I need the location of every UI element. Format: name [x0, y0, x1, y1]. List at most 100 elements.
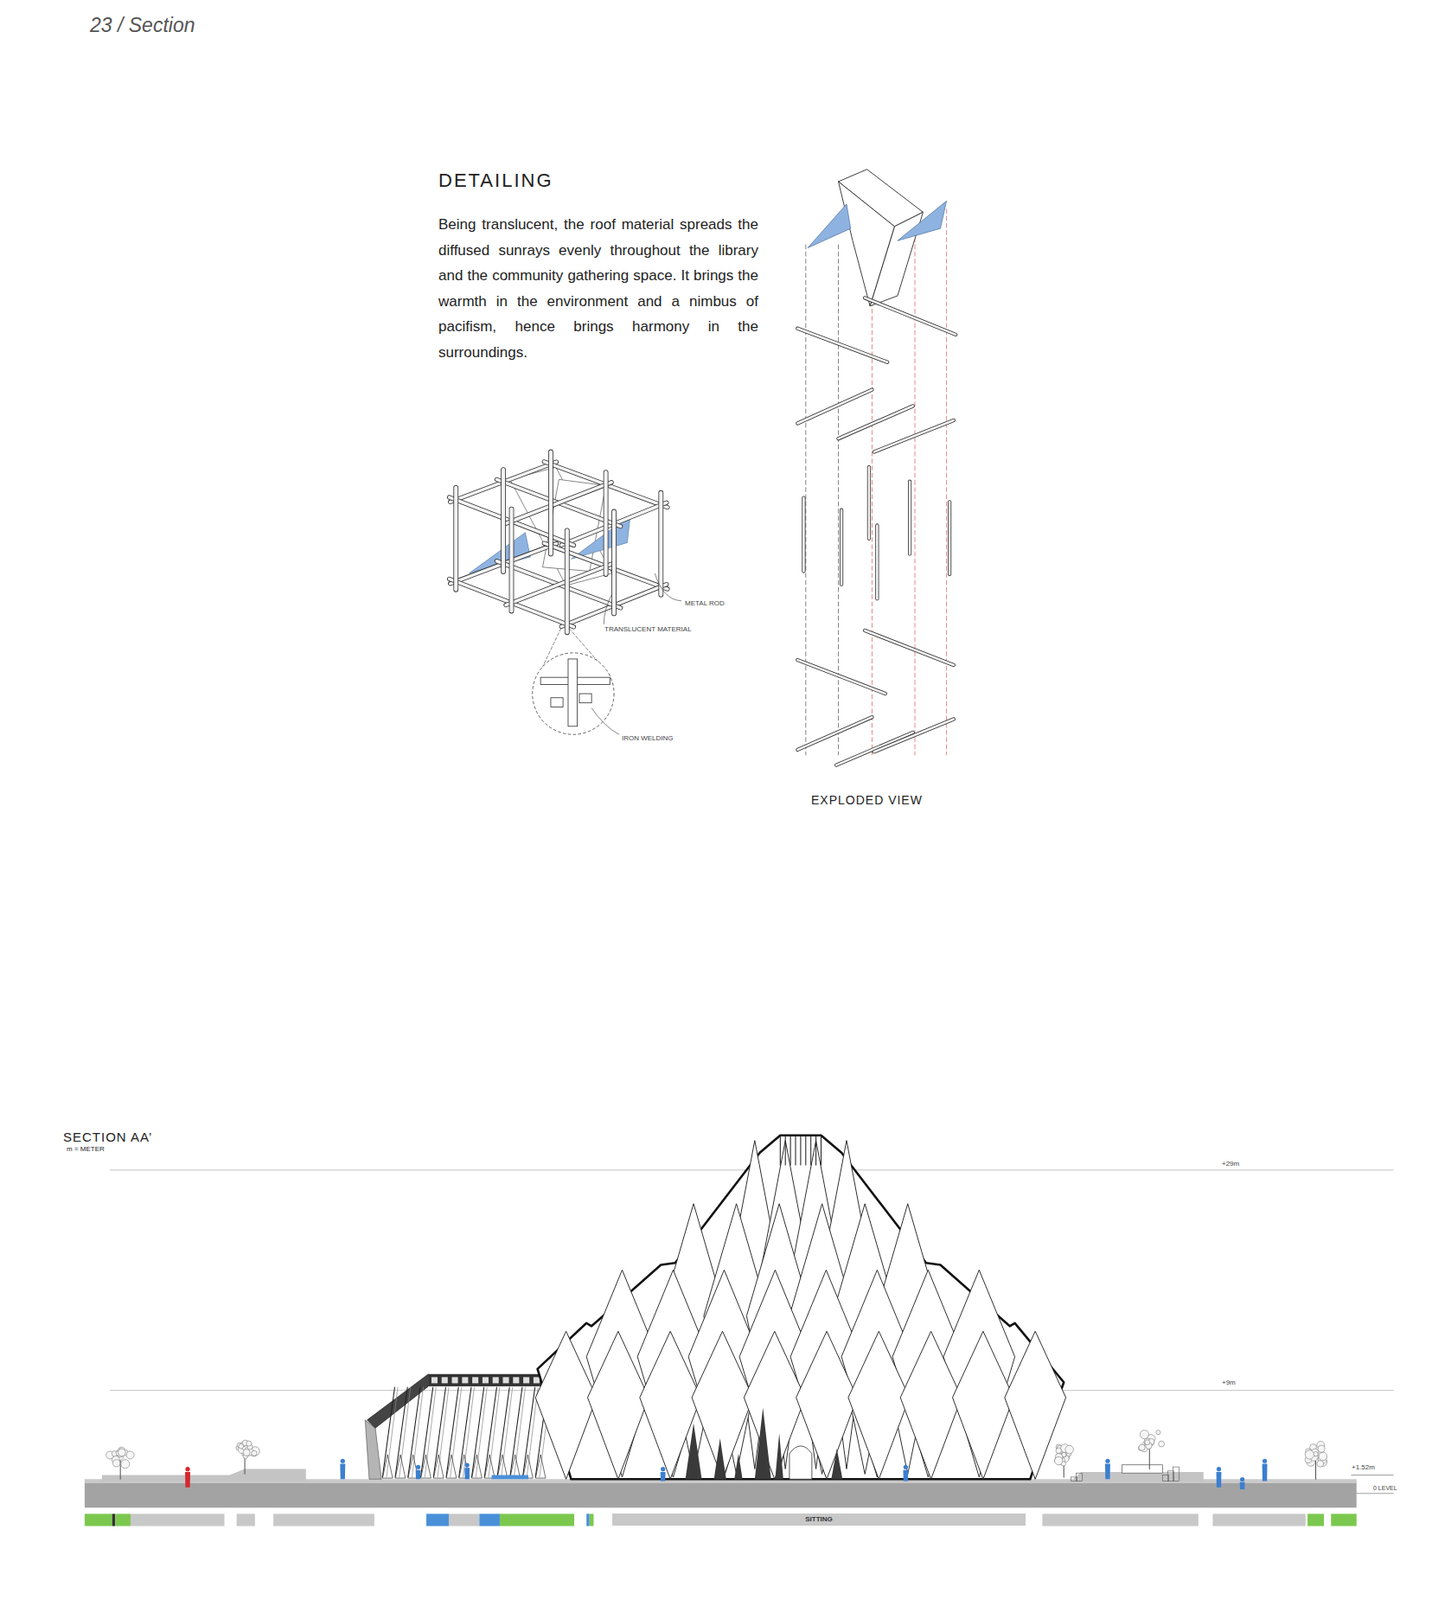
metal-rod	[907, 481, 912, 555]
metal-rod	[797, 716, 872, 750]
fin	[446, 1387, 459, 1477]
fin-opening	[510, 1454, 521, 1478]
program-bar	[479, 1513, 500, 1526]
roof-panel-blue	[807, 204, 851, 249]
metal-post	[603, 472, 609, 575]
tree	[1137, 1430, 1164, 1470]
metal-rod	[874, 719, 954, 753]
fin	[437, 1387, 449, 1477]
tree-leaf	[1139, 1430, 1149, 1439]
callout-label: METAL ROD	[684, 599, 725, 608]
truss-gap	[512, 1376, 519, 1383]
detail-circle	[532, 652, 614, 735]
person	[902, 1464, 908, 1482]
lotus-petal	[588, 1330, 650, 1479]
program-bar	[589, 1513, 595, 1526]
metal-rod	[797, 659, 885, 694]
roof-panel-blue	[897, 200, 947, 241]
person	[339, 1458, 346, 1480]
projection-line	[837, 244, 839, 755]
metal-rod	[802, 498, 806, 572]
metal-beam	[496, 479, 621, 526]
fin	[475, 1387, 487, 1477]
person-body	[902, 1470, 908, 1482]
metal-rod	[908, 481, 912, 555]
truss-gap	[502, 1376, 509, 1383]
level-label: +1.52m	[1351, 1463, 1375, 1472]
metal-rod	[797, 328, 888, 363]
metal-rod	[836, 732, 913, 766]
program-bar	[426, 1513, 449, 1526]
person	[1240, 1476, 1246, 1490]
datum-line	[1356, 1492, 1394, 1494]
person-body	[464, 1467, 470, 1479]
person-head	[465, 1462, 470, 1467]
tree	[1304, 1440, 1328, 1479]
fin-opening	[484, 1454, 495, 1478]
leader-line	[603, 593, 612, 624]
person	[185, 1466, 191, 1488]
fin-opening	[522, 1454, 533, 1478]
level-label: +29m	[1221, 1159, 1240, 1169]
step	[1172, 1466, 1179, 1482]
truss-gap	[492, 1376, 499, 1383]
metal-rod	[948, 501, 952, 575]
water	[492, 1475, 529, 1480]
tree-leaf	[1316, 1460, 1324, 1468]
person-head	[185, 1466, 190, 1471]
metal-post	[612, 511, 616, 614]
section-heading: DETAILING	[438, 169, 554, 192]
metal-rod	[867, 466, 871, 539]
person-body	[1240, 1482, 1246, 1490]
person-body	[185, 1471, 191, 1488]
leader-line	[591, 708, 620, 736]
program-bar	[1307, 1513, 1324, 1526]
fin	[424, 1387, 436, 1477]
person	[1105, 1458, 1111, 1480]
metal-rod	[839, 510, 844, 585]
metal-rod	[797, 389, 872, 424]
person-head	[1262, 1458, 1267, 1464]
person-head	[660, 1466, 665, 1471]
person	[415, 1464, 422, 1480]
person-head	[340, 1458, 346, 1464]
program-bar	[112, 1513, 116, 1526]
tree-leaf	[1304, 1450, 1314, 1459]
fin	[459, 1387, 472, 1477]
truss-gap	[482, 1376, 489, 1383]
metal-rod	[797, 659, 885, 694]
metal-rod	[874, 420, 954, 453]
metal-post	[564, 530, 570, 633]
roof-truss	[428, 1374, 543, 1387]
truss-gap	[533, 1376, 540, 1383]
lotus-petal	[952, 1330, 1015, 1479]
tree-leaf	[1158, 1440, 1165, 1447]
tree-leaf	[1156, 1430, 1161, 1435]
truss-gap	[523, 1376, 530, 1383]
truss-gap	[452, 1376, 459, 1383]
fin	[513, 1387, 525, 1477]
program-bar	[1042, 1513, 1198, 1526]
tree-leaf	[246, 1440, 252, 1446]
metal-rod	[864, 297, 956, 334]
person-head	[903, 1464, 908, 1470]
tree-leaf	[1061, 1451, 1067, 1457]
fin	[501, 1387, 513, 1477]
petal-tip	[820, 1135, 822, 1165]
tree	[1054, 1444, 1074, 1477]
level-label: 0 LEVEL	[1373, 1484, 1398, 1492]
metal-post	[548, 452, 554, 555]
person-head	[1240, 1476, 1245, 1482]
metal-rod	[797, 389, 872, 424]
fin-opening	[446, 1454, 457, 1478]
metal-beam	[505, 482, 612, 525]
tree-leaf	[118, 1448, 127, 1457]
metal-post	[500, 469, 506, 572]
metal-beam	[505, 563, 612, 606]
exploded-view	[797, 169, 956, 766]
metal-rod	[874, 719, 954, 753]
metal-post	[453, 487, 459, 590]
person-head	[1216, 1466, 1222, 1471]
opening	[831, 1448, 843, 1479]
